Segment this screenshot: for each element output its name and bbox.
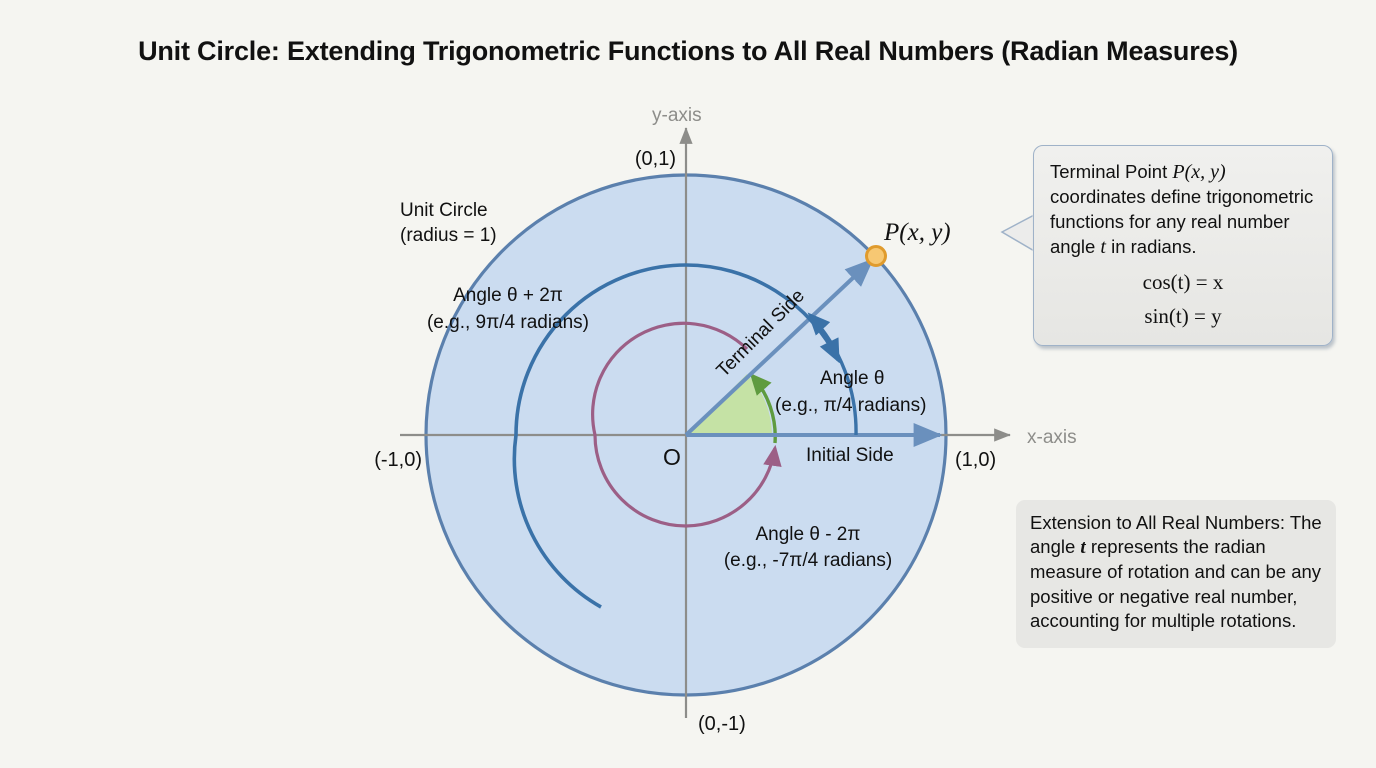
terminal-point-callout: Terminal Point P(x, y) coordinates defin…	[1033, 145, 1333, 346]
terminal-side-ray	[684, 258, 874, 437]
angle-theta-plus-2pi-arc	[512, 263, 840, 609]
origin-label: O	[663, 444, 681, 470]
coord-label-left: (-1,0)	[374, 449, 422, 471]
x-axis-label: x-axis	[1027, 427, 1077, 448]
callout-math-t: t	[1100, 236, 1106, 259]
angle-theta-minus-2pi-label-line1: Angle θ - 2π	[755, 524, 860, 545]
callout-text-part1: Terminal Point	[1050, 161, 1173, 182]
callout-text: Terminal Point P(x, y) coordinates defin…	[1050, 159, 1316, 261]
infobox-body-part2: represents the radian measure of rotatio…	[1030, 536, 1322, 632]
angle-theta-arc	[807, 312, 858, 436]
angle-theta-label-line1: Angle θ	[820, 368, 884, 389]
y-axis-label: y-axis	[652, 105, 702, 126]
infobox-math-t: t	[1080, 537, 1086, 559]
callout-text-part2: coordinates define trigonometric functio…	[1050, 186, 1314, 258]
extension-infobox: Extension to All Real Numbers: The angle…	[1016, 500, 1336, 648]
angle-theta-minus-2pi-arc	[591, 321, 782, 528]
callout-math-p: P(x, y)	[1172, 161, 1226, 183]
coord-label-right: (1,0)	[955, 449, 996, 471]
formula-cos: cos(t) = x	[1142, 269, 1224, 294]
angle-theta-label-line2: (e.g., π/4 radians)	[775, 395, 926, 416]
formula-sin: sin(t) = y	[1144, 303, 1222, 328]
page-title: Unit Circle: Extending Trigonometric Fun…	[138, 36, 1238, 66]
terminal-point-label: P(x, y)	[883, 219, 951, 246]
callout-pointer	[1000, 213, 1036, 253]
unit-circle-label-line2: (radius = 1)	[400, 225, 497, 246]
infobox-body-part1: The angle	[1030, 512, 1322, 558]
coord-label-bottom: (0,-1)	[698, 713, 746, 735]
infobox-text: Extension to All Real Numbers: The angle…	[1030, 511, 1322, 634]
coord-label-top: (0,1)	[635, 148, 676, 170]
unit-circle-label-line1: Unit Circle	[400, 200, 488, 221]
angle-theta-plus-2pi-label-line2: (e.g., 9π/4 radians)	[427, 312, 589, 333]
initial-side-label: Initial Side	[806, 445, 894, 466]
terminal-point-dot[interactable]	[865, 245, 887, 267]
callout-text-part3: in radians.	[1105, 236, 1197, 258]
angle-theta-minus-2pi-label-line2: (e.g., -7π/4 radians)	[724, 550, 892, 571]
angle-theta-plus-2pi-label-line1: Angle θ + 2π	[453, 285, 563, 306]
infobox-heading: Extension to All Real Numbers:	[1030, 512, 1286, 533]
